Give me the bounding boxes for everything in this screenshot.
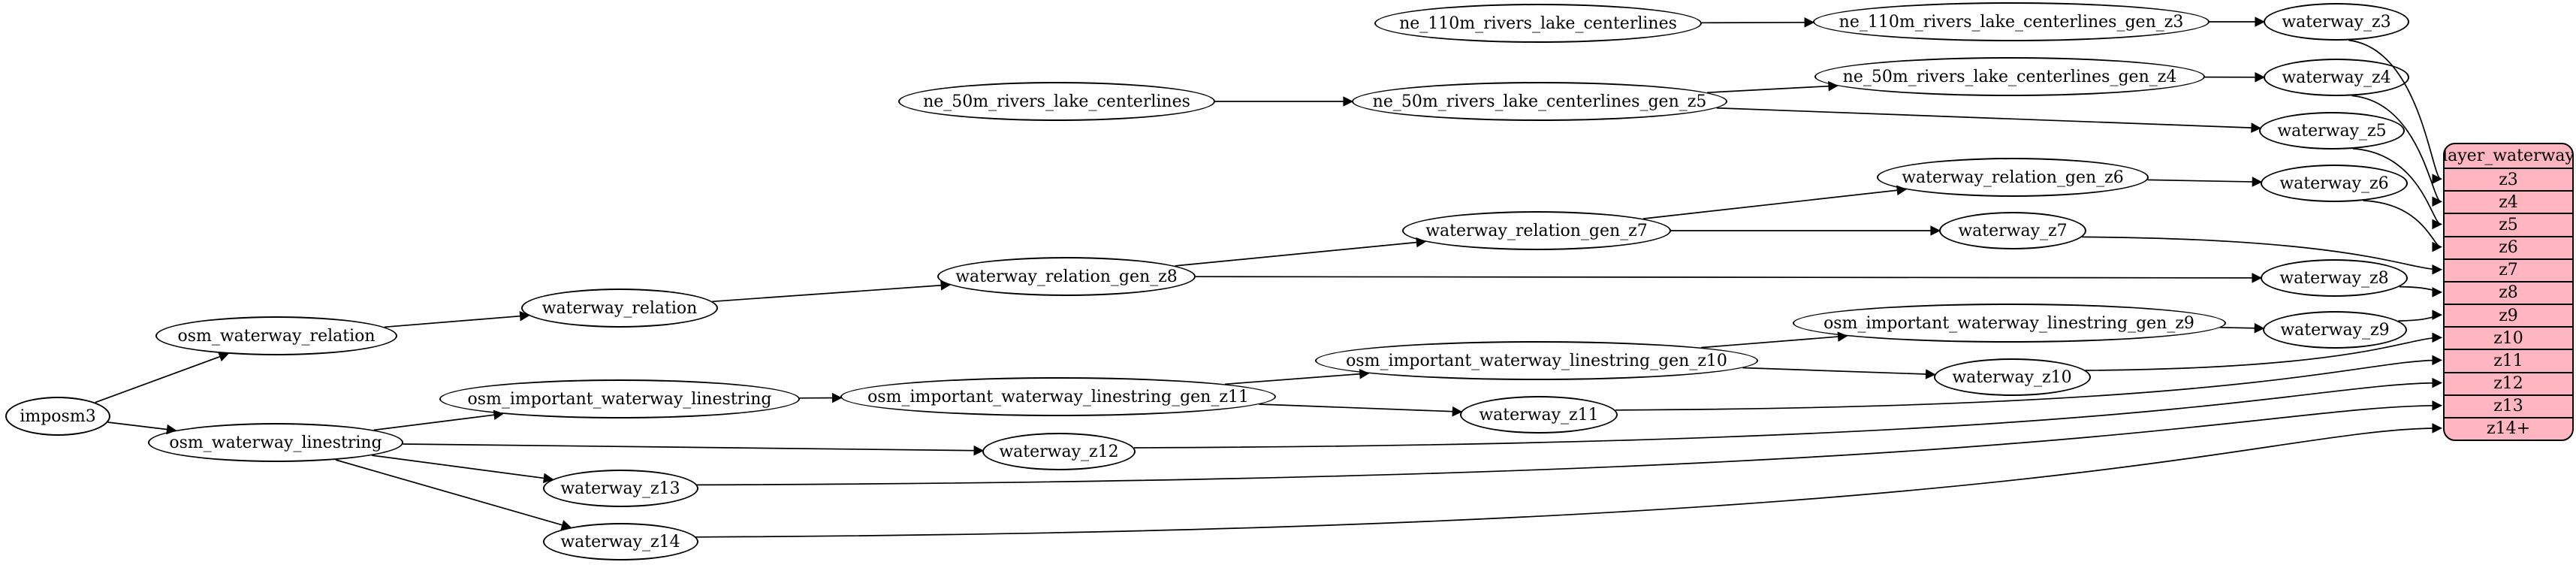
node-label: waterway_relation_gen_z8 (955, 267, 1178, 286)
node-ne_50m_rivers_lake_centerlines: ne_50m_rivers_lake_centerlines (898, 82, 1215, 121)
node-label: waterway_z8 (2279, 268, 2389, 288)
edge-waterway_z9-to-z9 (2398, 310, 2443, 322)
node-waterway_z4: waterway_z4 (2264, 59, 2409, 96)
node-waterway_z8: waterway_z8 (2261, 259, 2408, 297)
node-label: waterway_z10 (1952, 367, 2072, 387)
layer-table-row-z14+: z14+ (2445, 416, 2572, 440)
node-label: waterway_z13 (560, 479, 680, 498)
layer-table-title: layer_waterway (2443, 147, 2574, 165)
edge-waterway_relation_gen_z6-to-waterway_z6 (2147, 177, 2263, 187)
node-label: waterway_relation_gen_z6 (1902, 168, 2124, 187)
edge-osm_waterway_linestring-to-osm_important_waterway_linestring (373, 409, 505, 431)
node-label: osm_important_waterway_linestring_gen_z9 (1823, 313, 2194, 333)
node-label: ne_50m_rivers_lake_centerlines (923, 92, 1190, 111)
edge-osm_important_waterway_linestring_gen_z11-to-waterway_z11 (1259, 403, 1463, 417)
node-osm_important_waterway_linestring_gen_z11: osm_important_waterway_linestring_gen_z1… (840, 377, 1276, 416)
edge-osm_important_waterway_linestring_gen_z11-to-osm_important_waterway_linestring_gen_z10 (1224, 368, 1370, 385)
node-waterway_relation: waterway_relation (521, 289, 718, 328)
layer-table-row-z3: z3 (2445, 168, 2572, 190)
node-label: waterway_z11 (1479, 405, 1599, 425)
layer-table-row-z4: z4 (2445, 190, 2572, 213)
layer-table-row-z11: z11 (2445, 349, 2572, 371)
node-label: waterway_z5 (2277, 121, 2387, 140)
node-ne_110m_rivers_lake_centerlines_gen_z3: ne_110m_rivers_lake_centerlines_gen_z3 (1813, 2, 2210, 41)
node-waterway_z12: waterway_z12 (982, 433, 1136, 470)
node-label: ne_50m_rivers_lake_centerlines_gen_z4 (1842, 67, 2177, 86)
node-waterway_z10: waterway_z10 (1933, 358, 2091, 396)
edge-osm_important_waterway_linestring_gen_z10-to-waterway_z10 (1742, 367, 1936, 379)
edge-waterway_relation_gen_z8-to-waterway_z8 (1195, 273, 2263, 283)
node-label: waterway_relation (541, 298, 698, 318)
node-osm_waterway_linestring: osm_waterway_linestring (148, 423, 403, 462)
layer-table-row-z6: z6 (2445, 235, 2572, 258)
node-label: ne_110m_rivers_lake_centerlines_gen_z3 (1838, 12, 2184, 32)
node-label: osm_waterway_linestring (169, 433, 382, 452)
layer-table-row-z12: z12 (2445, 371, 2572, 394)
edge-waterway_relation-to-waterway_relation_gen_z8 (712, 280, 952, 303)
layer-table-row-z8: z8 (2445, 280, 2572, 304)
node-label: imposm3 (20, 406, 96, 426)
node-label: waterway_z12 (999, 442, 1119, 461)
edge-waterway_relation_gen_z7-to-waterway_relation_gen_z6 (1642, 185, 1908, 219)
edge-waterway_z6-to-z6 (2363, 200, 2443, 252)
node-waterway_z9: waterway_z9 (2263, 311, 2407, 349)
node-label: waterway_z3 (2282, 12, 2391, 32)
node-waterway_relation_gen_z6: waterway_relation_gen_z6 (1877, 158, 2149, 197)
node-ne_50m_rivers_lake_centerlines_gen_z5: ne_50m_rivers_lake_centerlines_gen_z5 (1352, 82, 1727, 121)
layer-table-row-z7: z7 (2445, 258, 2572, 281)
layer-table-row-z5: z5 (2445, 213, 2572, 235)
node-label: waterway_z7 (1958, 221, 2068, 240)
edge-osm_waterway_linestring-to-waterway_z13 (372, 455, 554, 484)
edge-waterway_relation_gen_z8-to-waterway_relation_gen_z7 (1175, 237, 1427, 267)
edge-waterway_z14-to-z14+ (695, 423, 2443, 538)
node-waterway_z7: waterway_z7 (1939, 212, 2086, 249)
edge-osm_waterway_linestring-to-waterway_z12 (403, 443, 985, 456)
node-osm_important_waterway_linestring: osm_important_waterway_linestring (439, 379, 800, 418)
edge-osm_important_waterway_linestring_gen_z10-to-osm_important_waterway_linestring_gen_z9 (1701, 331, 1848, 349)
node-waterway_z13: waterway_z13 (542, 470, 698, 507)
node-waterway_relation_gen_z8: waterway_relation_gen_z8 (937, 257, 1196, 296)
node-label: osm_waterway_relation (177, 326, 376, 346)
node-label: osm_important_waterway_linestring_gen_z1… (867, 387, 1249, 406)
node-imposm3: imposm3 (5, 397, 110, 436)
edge-osm_waterway_linestring-to-waterway_z14 (335, 459, 572, 530)
node-label: waterway_z14 (560, 532, 680, 551)
node-waterway_z14: waterway_z14 (542, 523, 698, 560)
node-waterway_z3: waterway_z3 (2264, 3, 2409, 41)
node-waterway_relation_gen_z7: waterway_relation_gen_z7 (1402, 211, 1671, 250)
edge-waterway_z12-to-z12 (1133, 377, 2443, 449)
node-label: waterway_z6 (2279, 174, 2389, 193)
node-label: osm_important_waterway_linestring_gen_z1… (1346, 351, 1727, 370)
node-waterway_z5: waterway_z5 (2259, 112, 2405, 150)
node-label: osm_important_waterway_linestring (467, 389, 772, 409)
edge-osm_waterway_relation-to-waterway_relation (384, 310, 530, 328)
edge-ne_50m_rivers_lake_centerlines_gen_z5-to-ne_50m_rivers_lake_centerlines_gen_z4 (1706, 80, 1839, 94)
node-waterway_z6: waterway_z6 (2261, 165, 2408, 202)
node-label: waterway_z4 (2282, 68, 2391, 87)
layer-table-row-z10: z10 (2445, 326, 2572, 349)
edge-imposm3-to-osm_waterway_relation (95, 352, 230, 403)
node-osm_important_waterway_linestring_gen_z10: osm_important_waterway_linestring_gen_z1… (1315, 341, 1758, 380)
layer-table-row-z9: z9 (2445, 304, 2572, 326)
node-ne_110m_rivers_lake_centerlines: ne_110m_rivers_lake_centerlines (1374, 4, 1702, 43)
node-label: ne_110m_rivers_lake_centerlines (1399, 14, 1677, 33)
node-label: ne_50m_rivers_lake_centerlines_gen_z5 (1372, 92, 1707, 111)
layer-table-row-z13: z13 (2445, 394, 2572, 417)
node-waterway_z11: waterway_z11 (1460, 396, 1618, 434)
edge-ne_50m_rivers_lake_centerlines_gen_z5-to-waterway_z5 (1716, 107, 2262, 133)
node-label: waterway_z9 (2280, 320, 2390, 340)
edge-waterway_z8-to-z8 (2399, 286, 2443, 298)
node-ne_50m_rivers_lake_centerlines_gen_z4: ne_50m_rivers_lake_centerlines_gen_z4 (1814, 57, 2205, 96)
node-osm_important_waterway_linestring_gen_z9: osm_important_waterway_linestring_gen_z9 (1792, 304, 2226, 343)
edge-imposm3-to-osm_waterway_linestring (107, 421, 177, 435)
node-label: waterway_relation_gen_z7 (1425, 221, 1648, 240)
node-osm_waterway_relation: osm_waterway_relation (155, 316, 397, 355)
